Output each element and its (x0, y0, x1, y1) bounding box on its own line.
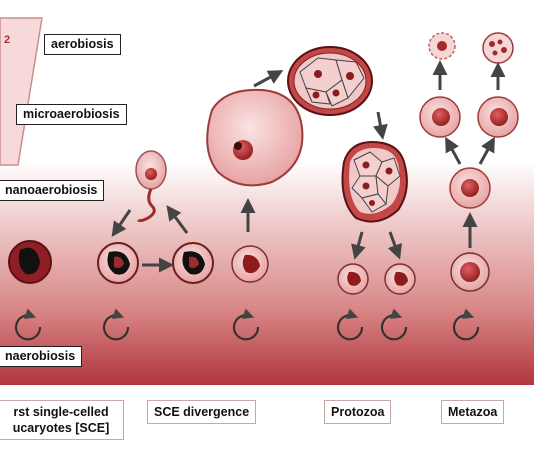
protozoa-cell-left (337, 263, 369, 295)
oxygen-wedge (0, 17, 43, 166)
cycle-arrow-icon (232, 308, 260, 341)
oxygen-level-number: 2 (4, 34, 11, 46)
zone-label-anaerobiosis: naerobiosis (0, 346, 83, 367)
arrow-amoeboid-to-colony (253, 70, 284, 88)
divergence-cell-left (97, 242, 139, 284)
metazoa-cell-mid-left (419, 96, 461, 138)
arrow-flagellate-to-left (111, 209, 132, 237)
protozoa-cell-right (384, 263, 416, 295)
zone-label-microaerobiosis: microaerobiosis (16, 104, 127, 125)
arrow-colony-to-left-cell (351, 231, 366, 260)
caption-sce-divergence: SCE divergence (147, 400, 257, 424)
colony-cluster-bottom (341, 140, 408, 223)
caption-first-sce-line2: ucaryotes [SCE] (12, 421, 110, 435)
metazoa-cell-mid-right (477, 96, 519, 138)
cycle-arrow-icon (452, 308, 480, 341)
arrow-colony-down (373, 111, 388, 140)
cycle-arrow-icon (14, 308, 42, 341)
arrow-metazoa-to-left (445, 136, 462, 165)
colony-cluster-top (287, 46, 373, 116)
cycle-arrow-icon (336, 308, 364, 341)
first-sce-cell (8, 240, 52, 284)
arrow-colony-to-right-cell (387, 231, 402, 260)
arrow-metazoa-to-right (478, 136, 495, 165)
metazoa-cell-bottom (450, 252, 490, 292)
zone-label-aerobiosis: aerobiosis (44, 34, 121, 55)
cycle-arrow-icon (380, 308, 408, 341)
large-amoeboid-cell (206, 88, 304, 187)
caption-first-sce-line1: rst single-celled (13, 405, 109, 419)
divergence-cell-lower (231, 245, 269, 283)
cycle-arrow-icon (102, 308, 130, 341)
caption-first-sce: rst single-celled ucaryotes [SCE] (0, 400, 124, 440)
flagellated-cell (135, 150, 167, 223)
caption-metazoa: Metazoa (441, 400, 505, 424)
metazoa-cell-center (449, 167, 491, 209)
caption-protozoa: Protozoa (324, 400, 392, 424)
arrow-right-to-flagellate (166, 205, 189, 234)
zone-label-nanoaerobiosis: nanoaerobiosis (0, 180, 105, 201)
metazoa-spiky-cell (428, 32, 456, 60)
divergence-cell-right (172, 242, 214, 284)
metazoa-granular-cell (482, 32, 514, 64)
